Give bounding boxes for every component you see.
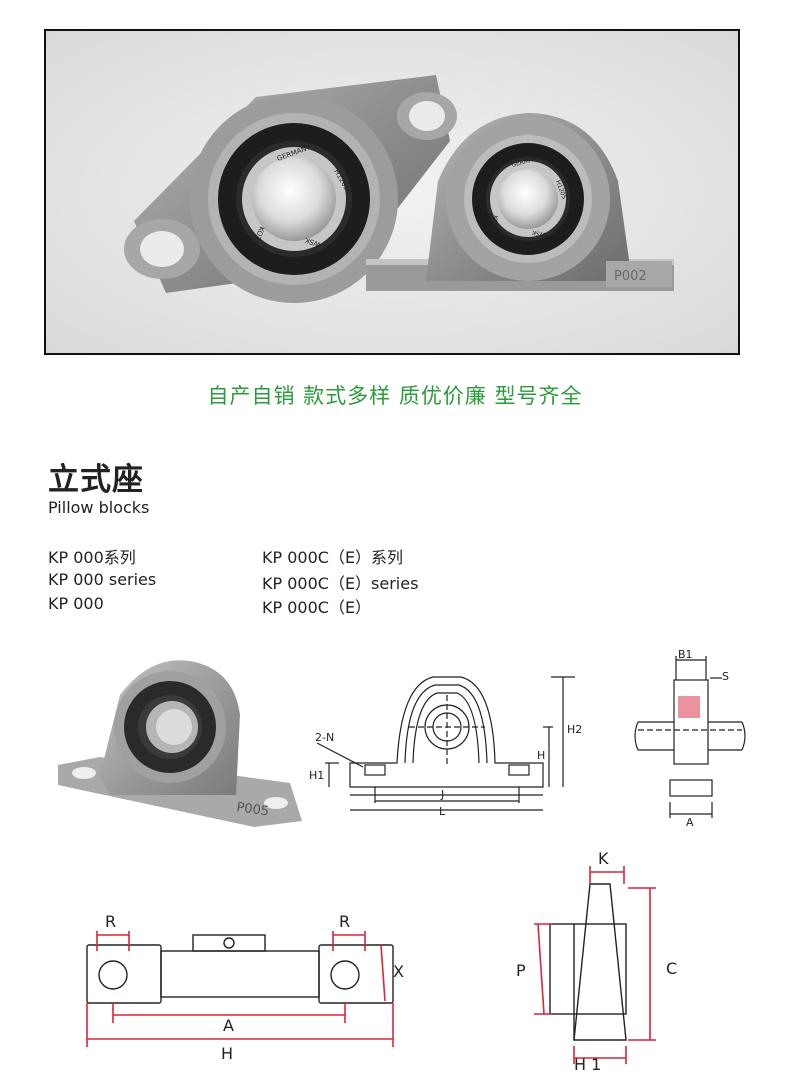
front-label-h2: H2 <box>567 723 582 736</box>
pillow-block-housing: GERMANY H1205 KOZA WSK P002 <box>366 113 674 291</box>
product-stamp: P005 <box>235 800 269 819</box>
top-label-x: X <box>393 962 404 981</box>
end-view-drawing: K P C H 1 <box>516 850 677 1074</box>
slogan: 自产自销 款式多样 质优价廉 型号齐全 <box>207 384 583 408</box>
end-label-k: K <box>598 850 609 868</box>
right-housing-text-3: KOZA <box>489 215 499 233</box>
series-left-1: KP 000系列 <box>48 548 136 567</box>
top-view-drawing: R R X A H <box>86 912 404 1063</box>
series-right-1: KP 000C（E）系列 <box>262 548 404 567</box>
end-label-c: C <box>666 959 677 978</box>
pillow-block-render: P005 <box>58 660 302 827</box>
end-label-p: P <box>516 961 526 980</box>
series-left-3: KP 000 <box>48 594 104 613</box>
side-label-a: A <box>686 816 694 829</box>
top-label-h: H <box>221 1044 233 1063</box>
product-photo-drawing: GERMANY H1205 KOZA WSK GERMANY H1205 KOZ… <box>46 31 738 353</box>
front-label-h1: H1 <box>309 769 324 782</box>
right-housing-stamp: P002 <box>614 269 647 284</box>
heading-cn: 立式座 <box>48 462 144 498</box>
front-label-j: J <box>440 788 444 801</box>
front-label-l: L <box>439 805 446 818</box>
side-view-drawing: B1 S A <box>634 650 746 829</box>
series-left-2: KP 000 series <box>48 570 157 589</box>
top-label-a: A <box>223 1016 234 1035</box>
front-view-drawing: 2-N H2 H H1 J L <box>309 676 582 818</box>
series-right-3: KP 000C（E） <box>262 598 372 617</box>
end-label-h1: H 1 <box>574 1055 601 1074</box>
flange-housing: GERMANY H1205 KOZA WSK <box>124 75 457 303</box>
top-label-r-left: R <box>105 912 116 931</box>
right-housing-text-4: WSK <box>531 228 547 237</box>
series-right-2: KP 000C（E）series <box>262 574 419 593</box>
side-label-s: S <box>722 670 729 683</box>
side-label-b1: B1 <box>678 650 693 661</box>
product-photo: GERMANY H1205 KOZA WSK GERMANY H1205 KOZ… <box>44 29 740 355</box>
front-label-holes: 2-N <box>315 731 334 744</box>
front-label-h: H <box>537 749 545 762</box>
heading-en: Pillow blocks <box>48 498 150 517</box>
top-label-r-right: R <box>339 912 350 931</box>
